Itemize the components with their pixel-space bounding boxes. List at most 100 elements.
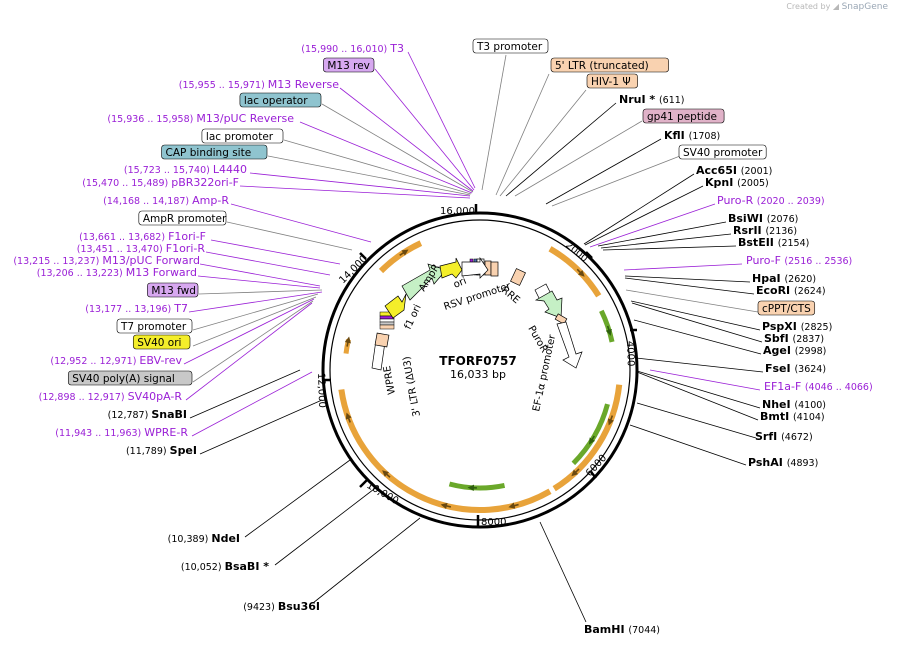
annotation-box-5-ltr-truncated[interactable]: 5' LTR (truncated) <box>551 58 669 72</box>
annotation-site-kpni[interactable]: KpnI (2005) <box>705 176 769 189</box>
snapgene-watermark: Created by ◢ SnapGene <box>786 2 888 12</box>
annotation-box-m13-rev[interactable]: M13 rev <box>323 58 374 72</box>
annotation-site-srfi[interactable]: SrfI (4672) <box>755 430 813 443</box>
annotation-primer-amp-r[interactable]: (14,168 .. 14,187) Amp-R <box>103 194 229 207</box>
annotation-text: (14,168 .. 14,187) Amp-R <box>103 194 229 207</box>
label-ori: ori <box>452 276 468 291</box>
annotation-site-nrui[interactable]: NruI * (611) <box>619 93 685 106</box>
annotation-site-snabi[interactable]: (12,787) SnaBI <box>108 408 187 421</box>
annotation-site-bamhi[interactable]: BamHI (7044) <box>584 623 660 636</box>
annotation-text: SV40 promoter <box>683 147 763 159</box>
annotation-text: (13,177 .. 13,196) T7 <box>85 302 188 315</box>
annotation-box-sv40-promoter[interactable]: SV40 promoter <box>679 145 766 159</box>
annotation-site-ecori[interactable]: EcoRI (2624) <box>756 284 826 297</box>
annotation-text: AmpR promoter <box>143 213 227 225</box>
annotation-box-t7-promoter[interactable]: T7 promoter <box>117 319 192 333</box>
annotation-text: BamHI (7044) <box>584 623 660 636</box>
orf-arc-green-bottom <box>449 484 504 488</box>
tick-label-12000: 12,000 <box>315 373 327 408</box>
snapgene-logo-icon: ◢ <box>833 2 839 11</box>
annotation-box-gp41-peptide[interactable]: gp41 peptide <box>643 109 724 123</box>
annotation-text: gp41 peptide <box>647 111 717 123</box>
annotation-site-bsabi[interactable]: (10,052) BsaBI * <box>181 560 269 573</box>
annotation-text: EcoRI (2624) <box>756 284 826 297</box>
annotation-site-bmti[interactable]: BmtI (4104) <box>760 410 825 423</box>
annotation-primer-m13-puc-reverse[interactable]: (15,936 .. 15,958) M13/pUC Reverse <box>107 112 294 125</box>
annotation-text: SV40 poly(A) signal <box>72 373 175 385</box>
annotation-text: SrfI (4672) <box>755 430 813 443</box>
annotation-text: BmtI (4104) <box>760 410 825 423</box>
annotation-box-ampr-promoter[interactable]: AmpR promoter <box>139 211 227 225</box>
annotation-text: (15,990 .. 16,010) T3 <box>301 42 404 55</box>
annotation-text: SV40 ori <box>137 337 181 349</box>
annotation-site-bsu36i[interactable]: (9423) Bsu36I <box>243 600 320 613</box>
orf-arc-puror <box>601 311 612 342</box>
annotation-box-t3-promoter[interactable]: T3 promoter <box>473 39 548 53</box>
annotation-text: M13 rev <box>327 60 370 72</box>
annotation-box-sv40-ori[interactable]: SV40 ori <box>133 335 190 349</box>
annotation-site-bsteii[interactable]: BstEII (2154) <box>738 236 809 249</box>
annotation-box-cppt-cts[interactable]: cPPT/CTS <box>758 301 815 315</box>
annotation-labels: (15,990 .. 16,010) T3 M13 rev (15,955 .. 1… <box>13 39 872 636</box>
annotation-text: (12,898 .. 12,917) SV40pA-R <box>39 390 183 403</box>
annotation-text: AgeI (2998) <box>763 344 826 357</box>
label-rre: RRE <box>499 285 522 306</box>
tick-label-8000: 8000 <box>481 517 506 528</box>
annotation-text: HIV-1 Ψ <box>591 76 631 88</box>
tick-label-4000: 4000 <box>624 341 636 367</box>
annotation-text: Puro-F (2516 .. 2536) <box>746 254 852 267</box>
annotation-text: lac operator <box>244 95 308 107</box>
annotation-text: cPPT/CTS <box>762 303 811 315</box>
annotation-box-lac-operator[interactable]: lac operator <box>240 93 321 107</box>
annotation-box-m13-fwd[interactable]: M13 fwd <box>147 283 198 297</box>
annotation-primer-t7[interactable]: (13,177 .. 13,196) T7 <box>85 302 188 315</box>
annotation-box-hiv-1[interactable]: HIV-1 Ψ <box>587 74 638 88</box>
annotation-primer-ebv-rev[interactable]: (12,952 .. 12,971) EBV-rev <box>50 354 182 367</box>
annotation-text: (15,936 .. 15,958) M13/pUC Reverse <box>107 112 294 125</box>
annotation-box-cap-binding-site[interactable]: CAP binding site <box>162 145 267 159</box>
plasmid-length: 16,033 bp <box>450 368 506 381</box>
annotation-text: KflI (1708) <box>664 129 720 142</box>
annotation-primer-puro-r[interactable]: Puro-R (2020 .. 2039) <box>717 194 825 207</box>
annotation-primer-l4440[interactable]: (15,723 .. 15,740) L4440 <box>124 163 247 176</box>
annotation-site-kfli[interactable]: KflI (1708) <box>664 129 720 142</box>
annotation-primer-sv40pa-r[interactable]: (12,898 .. 12,917) SV40pA-R <box>39 390 183 403</box>
annotation-text: 5' LTR (truncated) <box>555 60 649 72</box>
annotation-site-pshai[interactable]: PshAI (4893) <box>748 456 818 469</box>
annotation-primer-ef1a-f[interactable]: EF1a-F (4046 .. 4066) <box>764 380 873 393</box>
annotation-text: (15,470 .. 15,489) pBR322ori-F <box>82 176 239 189</box>
tick-label-14000: 14,000 <box>337 254 370 287</box>
annotation-primer-wpre-r[interactable]: (11,943 .. 11,963) WPRE-R <box>55 426 188 439</box>
annotation-box-sv40-poly-a-signal[interactable]: SV40 poly(A) signal <box>68 371 192 385</box>
label-3-ltr: 3' LTR (ΔU3) <box>402 355 423 417</box>
annotation-text: T3 promoter <box>476 41 543 53</box>
annotation-text: lac promoter <box>206 131 274 143</box>
annotation-site-ndei[interactable]: (10,389) NdeI <box>168 532 240 545</box>
annotation-text: (10,389) NdeI <box>168 532 240 545</box>
annotation-text: KpnI (2005) <box>705 176 769 189</box>
annotation-text: (11,789) SpeI <box>126 444 197 457</box>
annotation-site-fsei[interactable]: FseI (3624) <box>765 362 826 375</box>
annotation-text: M13 fwd <box>151 285 196 297</box>
annotation-text: EF1a-F (4046 .. 4066) <box>764 380 873 393</box>
label-f1-ori: f1 ori <box>403 303 424 331</box>
annotation-text: (12,787) SnaBI <box>108 408 187 421</box>
annotation-text: (12,952 .. 12,971) EBV-rev <box>50 354 182 367</box>
annotation-primer-m13-reverse[interactable]: (15,955 .. 15,971) M13 Reverse <box>179 78 339 91</box>
annotation-text: (15,955 .. 15,971) M13 Reverse <box>179 78 339 91</box>
annotation-primer-pbr322ori-f[interactable]: (15,470 .. 15,489) pBR322ori-F <box>82 176 239 189</box>
annotation-site-spei[interactable]: (11,789) SpeI <box>126 444 197 457</box>
annotation-box-lac-promoter[interactable]: lac promoter <box>202 129 283 143</box>
annotation-text: CAP binding site <box>166 147 252 159</box>
annotation-primer-puro-f[interactable]: Puro-F (2516 .. 2536) <box>746 254 852 267</box>
annotation-text: (11,943 .. 11,963) WPRE-R <box>55 426 188 439</box>
annotation-site-agei[interactable]: AgeI (2998) <box>763 344 826 357</box>
watermark-prefix: Created by <box>786 2 830 11</box>
tick-label-16000: 16,000 <box>440 206 475 217</box>
annotation-primer-m13-forward[interactable]: (13,206 .. 13,223) M13 Forward <box>37 266 197 279</box>
orf-arc-ampr <box>381 243 421 271</box>
annotation-text: PshAI (4893) <box>748 456 818 469</box>
annotation-primer-t3[interactable]: (15,990 .. 16,010) T3 <box>301 42 404 55</box>
